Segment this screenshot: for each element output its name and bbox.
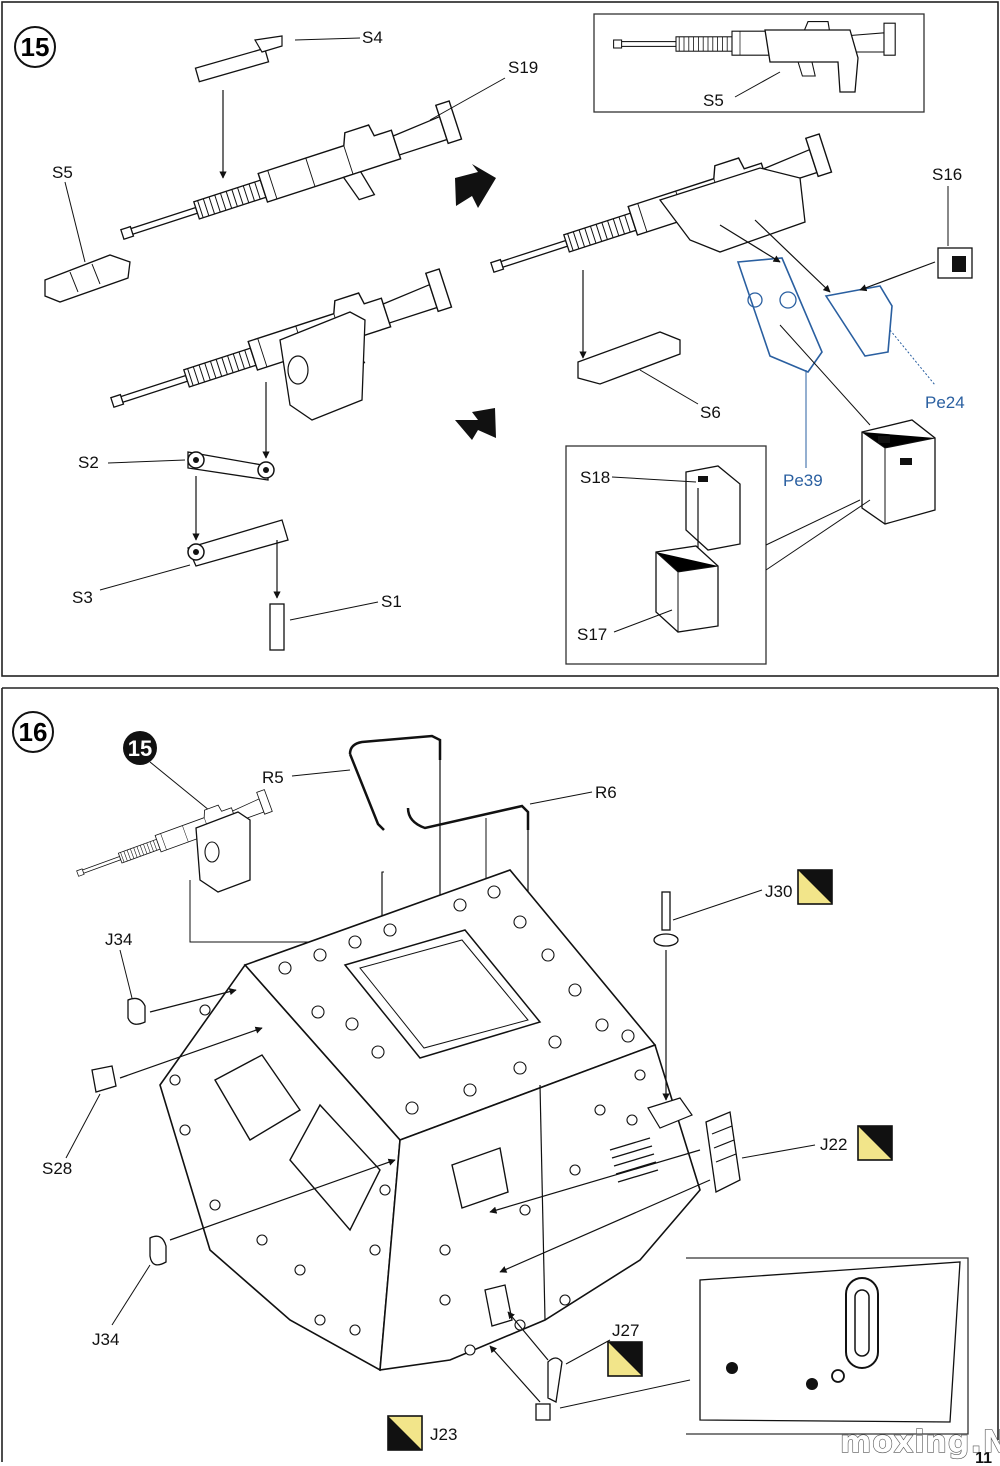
part-s6 [577,331,681,385]
detail-handle [845,1277,879,1369]
detail-bolt [726,1362,738,1374]
paint-chip-j22 [857,1125,893,1161]
inset-s5-box [593,13,925,113]
label-s5-left: S5 [52,163,73,182]
part-s1 [269,603,285,651]
part-j23 [535,1403,551,1421]
label-s1: S1 [381,592,402,611]
label-j34-bottom: J34 [92,1330,119,1349]
paint-chip-j30 [797,869,833,905]
label-j27: J27 [612,1321,639,1340]
part-j22 [705,1111,741,1193]
label-s6: S6 [700,403,721,422]
part-pe24 [824,285,893,357]
label-j34-top: J34 [105,930,132,949]
label-r5: R5 [262,768,284,787]
part-r5 [348,734,442,831]
part-pe39 [736,257,823,373]
gun-drawing-left-top [113,98,471,274]
mount-right [658,167,806,253]
part-s5-left [44,254,131,303]
step-number-badge [14,26,56,68]
label-s16: S16 [932,165,962,184]
part-s28 [91,1065,117,1093]
ref-step-number: 15 [128,736,152,761]
step-16-panel: 16 15 R5 R6 [1,687,999,1462]
part-j34-bottom [149,1235,167,1266]
step-15-border [1,1,999,677]
part-s3 [187,519,289,567]
part-j27 [547,1357,563,1403]
label-pe39: Pe39 [783,471,823,490]
part-r6 [406,804,530,830]
label-s3: S3 [72,588,93,607]
label-j22: J22 [820,1135,847,1154]
part-s4 [194,47,270,83]
mount-s5-inset [764,29,859,93]
label-s5-box: S5 [703,91,724,110]
step-16-number: 16 [19,717,48,747]
arrow-left-icon [455,408,496,440]
part-j34-top [127,997,146,1025]
label-s17: S17 [577,625,607,644]
arrow-right-icon [455,164,496,208]
label-j30: J30 [765,882,792,901]
label-r6: R6 [595,783,617,802]
label-j23: J23 [430,1425,457,1444]
inset-s17-s18-box [565,445,767,665]
step-number-badge [12,711,54,753]
part-j30 [661,891,671,931]
label-s18: S18 [580,468,610,487]
vehicle-hull-turret [159,869,701,1372]
part-s18 [685,465,741,551]
ref-step-badge [123,731,157,765]
label-s2: S2 [78,453,99,472]
label-pe24: Pe24 [925,393,965,412]
ammo-box [861,419,936,525]
paint-chip-j23 [387,1415,423,1451]
step-15-panel: 15 S5 S4 S5 S19 S6 [1,1,999,677]
page-number: 11 [975,1450,992,1466]
detail-inset-box [686,1257,969,1435]
paint-chip-j27 [607,1341,643,1377]
watermark: moxing.NET [840,1425,1000,1460]
label-s19: S19 [508,58,538,77]
label-s28: S28 [42,1159,72,1178]
mount-left-bottom [279,311,366,421]
step-15-number: 15 [21,32,50,62]
label-s4: S4 [362,28,383,47]
